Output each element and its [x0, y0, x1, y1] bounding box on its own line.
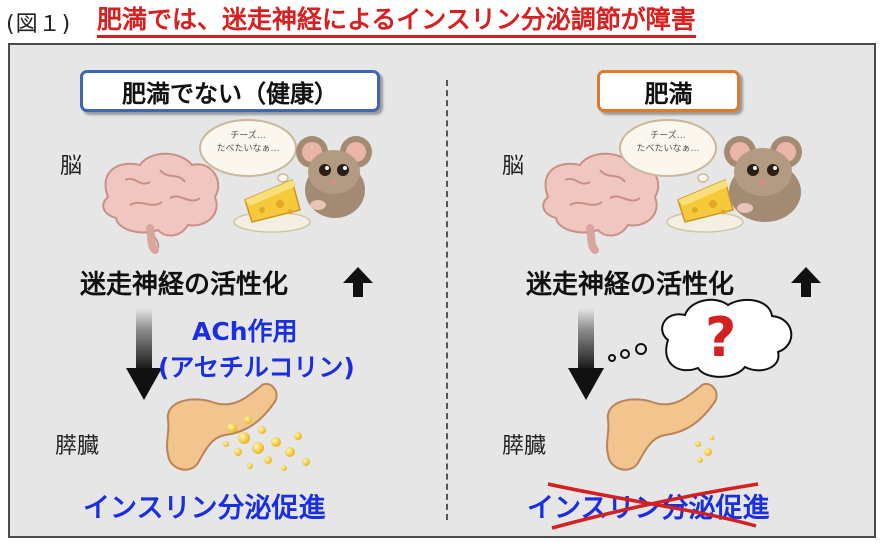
right-thought-cloud-icon: [619, 119, 717, 194]
right-pancreas-icon: [606, 382, 718, 471]
left-down-arrow-icon: [126, 308, 162, 400]
right-thought-cloud-question-icon: [608, 298, 793, 378]
label-obese: 肥満: [597, 70, 740, 112]
right-thought-line2: たべたいなぁ…: [636, 144, 700, 154]
left-brain-label: 脳: [60, 154, 83, 179]
ach-label: ACh作用: [192, 317, 298, 346]
left-insulin-granules-icon: [223, 416, 310, 471]
diagram-panel: [8, 43, 876, 538]
left-thought-text: チーズ… たべたいなぁ…: [208, 130, 288, 156]
left-thought-line1: チーズ…: [230, 131, 266, 141]
left-result: インスリン分泌促進: [83, 493, 326, 524]
right-pancreas-label: 膵臓: [502, 434, 547, 459]
right-cheese-icon: [666, 178, 744, 233]
left-pancreas-label: 膵臓: [55, 434, 100, 459]
right-brain-icon: [542, 152, 660, 254]
left-thought-line2: たべたいなぁ…: [216, 144, 280, 154]
figure-title: 肥満では、迷走神経によるインスリン分泌調節が障害: [97, 4, 696, 38]
left-vagus-activation: 迷走神経の活性化: [80, 270, 289, 300]
left-cheese-icon: [233, 178, 311, 233]
right-vagus-activation: 迷走神経の活性化: [526, 270, 735, 300]
right-mouse-icon: [724, 136, 802, 222]
right-down-arrow-icon: [568, 308, 604, 400]
right-insulin-granules-icon: [695, 435, 715, 463]
figure-label: (図１): [6, 12, 72, 37]
ach-full-label: (アセチルコリン): [158, 353, 355, 382]
left-mouse-icon: [296, 136, 372, 218]
right-thought-line1: チーズ…: [650, 131, 686, 141]
center-divider: [446, 80, 448, 520]
label-healthy: 肥満でない（健康）: [80, 70, 380, 112]
left-up-arrow-icon: [343, 267, 373, 297]
question-mark-icon: ?: [705, 306, 737, 369]
right-brain-label: 脳: [502, 154, 525, 179]
right-thought-text: チーズ… たべたいなぁ…: [628, 130, 708, 156]
right-result: インスリン分泌促進: [527, 493, 770, 524]
left-brain-icon: [102, 152, 220, 254]
left-pancreas-icon: [166, 382, 278, 471]
right-up-arrow-icon: [791, 267, 821, 297]
